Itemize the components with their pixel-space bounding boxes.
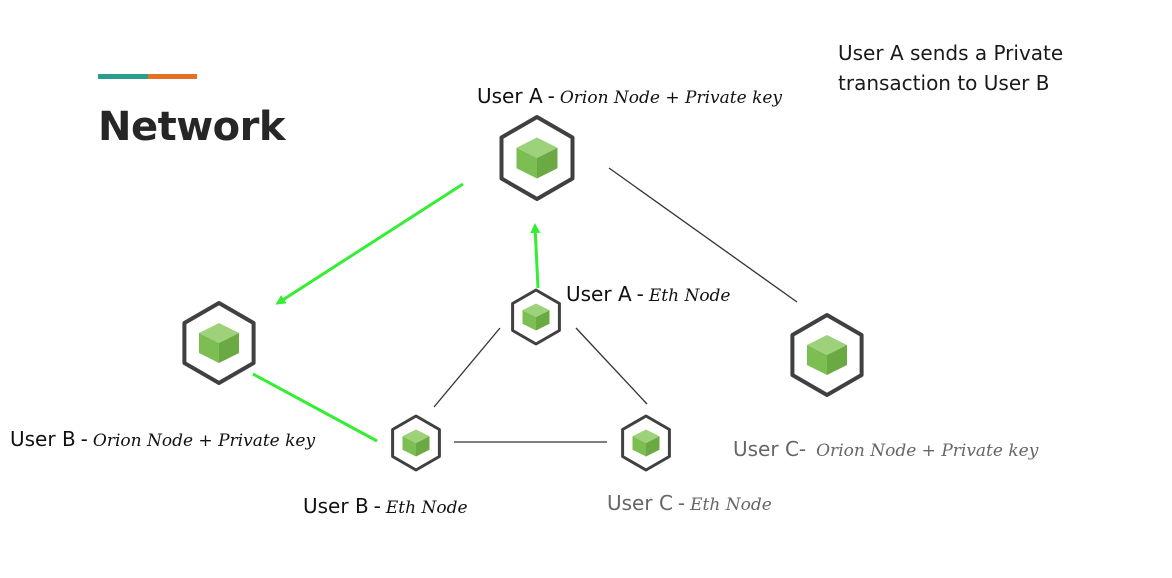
node-user-name: User A — [566, 282, 632, 306]
cube-right-face — [537, 147, 558, 179]
accent-bar-orange — [148, 74, 197, 79]
diagram-note: User A sends a Private transaction to Us… — [838, 41, 1064, 95]
node-role: Orion Node + Private key — [816, 441, 1039, 461]
node-user-name: User B — [303, 494, 369, 518]
node-cube-icon — [391, 414, 441, 472]
page-title: Network — [98, 104, 286, 150]
link-user-a-eth-user-c-eth — [575, 327, 648, 405]
cube-left-face — [522, 310, 536, 331]
node-label-user-c-orion: User C- Orion Node + Private key — [733, 437, 1038, 461]
node-user-name: User C — [607, 491, 673, 515]
node-label-user-a-eth: User A-Eth Node — [566, 282, 731, 306]
link-user-a-eth-user-b-eth — [433, 327, 501, 408]
node-label-user-c-eth: User C-Eth Node — [607, 491, 772, 515]
accent-bar-teal — [98, 74, 148, 79]
cube-left-face — [516, 147, 537, 179]
node-cube-icon — [182, 301, 256, 385]
node-role: Eth Node — [385, 498, 468, 518]
node-cube-icon — [790, 313, 864, 397]
label-separator: - — [80, 427, 88, 451]
label-separator: - — [677, 491, 686, 515]
cube-right-face — [219, 333, 239, 363]
node-user-name: User A — [477, 84, 543, 108]
node-label-user-a-orion: User A-Orion Node + Private key — [477, 84, 782, 108]
node-label-user-b-eth: User B-Eth Node — [303, 494, 468, 518]
link-user-a-orion-user-c-orion — [608, 167, 798, 303]
cube-right-face — [536, 310, 550, 331]
cube-left-face — [632, 436, 646, 457]
cube-left-face — [807, 345, 827, 375]
node-role: Eth Node — [690, 495, 772, 515]
cube-right-face — [646, 436, 660, 457]
node-user-name: User C- — [733, 437, 807, 461]
private-tx-arrow-user-a-eth-user-a-orion — [530, 223, 541, 289]
cube-left-face — [402, 436, 416, 457]
label-separator: - — [373, 494, 381, 518]
cube-right-face — [416, 436, 430, 457]
label-separator: - — [547, 84, 555, 108]
private-tx-arrow-user-a-orion-user-b-orion — [275, 182, 464, 305]
label-separator: - — [636, 282, 644, 306]
node-label-user-b-orion: User B-Orion Node + Private key — [10, 427, 315, 451]
node-user-name: User B — [10, 427, 76, 451]
node-cube-icon — [621, 414, 671, 472]
private-tx-link-user-b-orion-user-b-eth — [252, 372, 378, 443]
cube-right-face — [827, 345, 847, 375]
node-cube-icon — [499, 115, 575, 201]
node-role: Orion Node + Private key — [559, 88, 783, 108]
node-cube-icon — [511, 288, 561, 346]
node-role: Orion Node + Private key — [92, 431, 316, 451]
node-role: Eth Node — [648, 286, 731, 306]
cube-left-face — [199, 333, 219, 363]
